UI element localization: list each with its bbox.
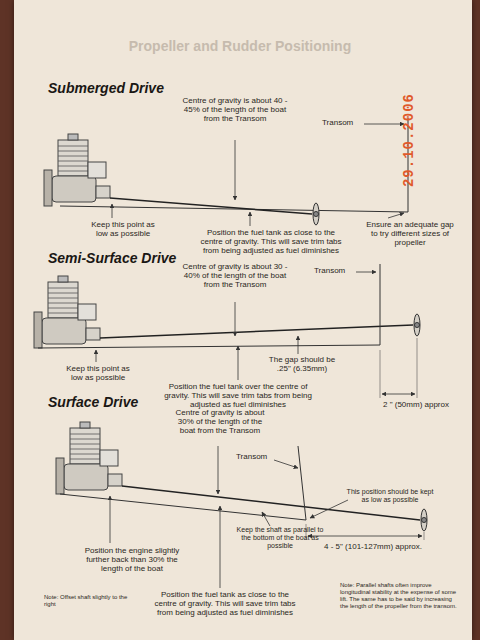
note-text: Centre of gravity is about 30% of the le… — [170, 408, 270, 436]
prop-shaft — [100, 325, 413, 338]
leader-line — [235, 302, 236, 336]
dimension-line — [308, 536, 422, 537]
note-text: Position the fuel tank as close to the c… — [150, 590, 300, 618]
section-heading: Submerged Drive — [48, 80, 248, 96]
note-text: Centre of gravity is about 30 - 40% of t… — [180, 262, 290, 290]
part-name: Transom — [314, 266, 358, 275]
dimension-extension — [424, 532, 425, 540]
leader-line — [220, 506, 221, 588]
note-text: Note: Parallel shafts often improve long… — [340, 582, 460, 610]
note-text: Position the fuel tank over the centre o… — [160, 382, 316, 410]
section-heading: Surface Drive — [48, 394, 248, 410]
note-text: Keep the shaft as parallel to the bottom… — [232, 526, 328, 550]
dimension-extension — [417, 338, 418, 398]
leader-line — [238, 346, 239, 380]
note-text: The gap should be .25" (6.35mm) — [262, 355, 342, 373]
note-text: Keep this point as low as possible — [60, 364, 136, 382]
leader-line — [96, 350, 97, 362]
part-name: Transom — [322, 118, 366, 127]
transom-line — [380, 264, 381, 345]
leader-line — [364, 124, 404, 125]
dimension-text: 4 - 5" (101-127mm) approx. — [318, 542, 428, 551]
hull-bottom — [60, 494, 306, 520]
note-text: Ensure an adequate gap to try different … — [362, 220, 458, 248]
date-stamp: 29.10.2006 — [401, 85, 417, 195]
leader-line — [110, 496, 111, 543]
leader-line — [235, 140, 236, 200]
transom-line — [298, 446, 306, 520]
faded-title: Propeller and Rudder Positioning — [100, 38, 380, 54]
leader-line — [298, 336, 299, 354]
dimension-text: 2 " (50mm) approx — [376, 400, 456, 409]
dimension-extension — [380, 350, 381, 398]
hull-bottom — [38, 345, 380, 348]
dimension-line — [382, 394, 415, 395]
note-text: Centre of gravity is about 40 - 45% of t… — [180, 96, 290, 124]
leader-line — [218, 446, 219, 494]
note-text: Keep this point as low as possible — [88, 220, 158, 238]
note-text: Position the engine slightly further bac… — [84, 546, 180, 574]
leader-line — [112, 204, 113, 218]
leader-line — [262, 512, 270, 526]
leader-line — [388, 213, 404, 218]
note-text: Note: Offset shaft slightly to the right — [44, 594, 128, 608]
prop-shaft — [110, 198, 312, 214]
note-text: Position the fuel tank as close to the c… — [196, 228, 346, 256]
leader-line — [310, 500, 348, 518]
leader-line — [250, 212, 251, 226]
part-name: Transom — [236, 452, 276, 461]
leader-line — [274, 460, 298, 468]
leader-line — [356, 272, 376, 273]
note-text: This position should be kept as low as p… — [346, 488, 434, 504]
